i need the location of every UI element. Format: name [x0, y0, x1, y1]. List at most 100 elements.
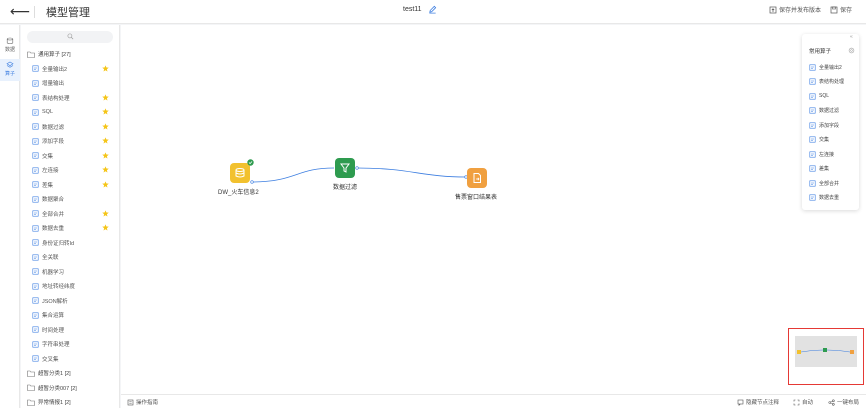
operator-item-label: 差集	[42, 182, 54, 189]
rail-item-operators[interactable]: 算子	[0, 59, 20, 81]
database-icon	[6, 37, 14, 45]
minimap-edge	[800, 349, 851, 353]
star-icon[interactable]	[102, 209, 109, 217]
operator-item[interactable]: 数据过滤	[21, 120, 119, 135]
panel-operator-item[interactable]: 差集	[809, 164, 829, 174]
publish-icon	[769, 6, 777, 13]
panel-operator-item[interactable]: 全量输出2	[809, 62, 842, 72]
save-and-publish-button[interactable]: 保存并发布版本	[769, 5, 821, 14]
operator-group[interactable]: 超暂分类1 [2]	[21, 366, 119, 381]
operator-item[interactable]: 时间处理	[21, 323, 119, 338]
operator-item-label: 集合运算	[42, 313, 65, 320]
operator-item[interactable]: 字符串处理	[21, 337, 119, 352]
operator-item[interactable]: 地址转经纬度	[21, 279, 119, 294]
minimap-node-filter	[823, 348, 827, 352]
document-name: test11	[403, 6, 422, 13]
node-source-table[interactable]	[230, 163, 250, 183]
operator-item[interactable]: 数据去重	[21, 221, 119, 236]
operator-item-label: 时间处理	[42, 327, 65, 334]
panel-operator-item[interactable]: 添加字段	[809, 120, 839, 130]
star-icon[interactable]	[102, 180, 109, 188]
star-icon[interactable]	[102, 64, 109, 72]
auto-layout-label: 一键布局	[837, 400, 860, 406]
save-and-publish-label: 保存并发布版本	[779, 8, 822, 14]
operator-item[interactable]: 交集	[21, 149, 119, 164]
panel-operator-item[interactable]: 数据过滤	[809, 106, 839, 116]
operator-icon	[809, 165, 816, 172]
star-icon[interactable]	[102, 122, 109, 130]
operator-item-label: 数据聚合	[42, 197, 65, 204]
check-icon	[247, 159, 254, 166]
star-icon[interactable]	[102, 137, 109, 144]
group-common-operators[interactable]: 通用算子 [27]	[21, 47, 119, 62]
star-icon[interactable]	[102, 151, 109, 159]
left-rail: 数据 算子	[0, 25, 20, 408]
panel-operator-item[interactable]: 表结构处理	[809, 77, 844, 87]
document-output-icon	[473, 173, 481, 183]
operator-item[interactable]: 增量输出	[21, 76, 119, 91]
star-icon[interactable]	[102, 166, 109, 173]
save-button[interactable]: 保存	[830, 5, 852, 14]
gear-icon[interactable]	[848, 47, 855, 54]
operator-icon	[809, 151, 816, 158]
panel-operator-item[interactable]: 交集	[809, 135, 829, 145]
auto-layout-button[interactable]: 一键布局	[828, 398, 859, 406]
node-output-table[interactable]	[467, 168, 487, 188]
hide-node-notes-button[interactable]: 隐藏节点注释	[737, 398, 779, 406]
workflow-canvas[interactable]: DW_火车信息2 数据过滤 售票窗口结果表	[121, 25, 866, 394]
star-icon[interactable]	[102, 108, 109, 115]
search-input[interactable]	[27, 31, 113, 43]
guide-button[interactable]: 操作指南	[127, 398, 158, 406]
operator-icon	[32, 283, 39, 290]
operator-item[interactable]: 全量输出2	[21, 62, 119, 77]
operator-item[interactable]: 机器学习	[21, 265, 119, 280]
star-icon[interactable]	[102, 224, 109, 231]
star-icon[interactable]	[102, 93, 109, 101]
operator-item[interactable]: 身份证归转Id	[21, 236, 119, 251]
operator-item[interactable]: 集合运算	[21, 308, 119, 323]
panel-collapse-icon[interactable]: «	[850, 34, 853, 40]
minimap[interactable]	[788, 328, 864, 385]
operator-item[interactable]: 表结构处理	[21, 91, 119, 106]
operator-item[interactable]: 全部合并	[21, 207, 119, 222]
operator-item[interactable]: SQL	[21, 105, 119, 120]
panel-operator-label: 全量输出2	[819, 64, 842, 71]
edges-layer	[250, 166, 468, 184]
operator-item[interactable]: 交叉集	[21, 352, 119, 367]
panel-operator-item[interactable]: 左连接	[809, 149, 834, 159]
operator-item[interactable]: 全关联	[21, 250, 119, 265]
operator-group[interactable]: 超暂分类007 [2]	[21, 381, 119, 396]
folder-icon	[27, 384, 35, 392]
minimap-viewport[interactable]	[795, 336, 857, 367]
minimap-node-source	[797, 350, 801, 354]
divider	[34, 6, 35, 18]
minimap-preview	[797, 348, 854, 354]
operator-item[interactable]: JSON解析	[21, 294, 119, 309]
operator-item-label: 全关联	[42, 255, 59, 262]
operator-icon	[809, 122, 816, 129]
operator-item[interactable]: 数据聚合	[21, 192, 119, 207]
operator-icon	[32, 181, 39, 188]
panel-operator-item[interactable]: 数据去重	[809, 193, 839, 203]
rail-item-data[interactable]: 数据	[0, 35, 20, 57]
operator-item[interactable]: 添加字段	[21, 134, 119, 149]
operator-icon	[32, 196, 39, 203]
operator-item[interactable]: 差集	[21, 178, 119, 193]
folder-icon	[27, 370, 35, 377]
node-filter[interactable]	[335, 158, 355, 178]
operator-item-label: 机器学习	[42, 269, 65, 276]
pencil-icon[interactable]	[428, 5, 437, 14]
operator-group[interactable]: 异常情报1 [2]	[21, 395, 119, 408]
back-arrow-icon[interactable]: ⟵	[10, 3, 31, 19]
operator-item[interactable]: 左连接	[21, 163, 119, 178]
panel-operator-item[interactable]: SQL	[809, 91, 829, 101]
operator-item-label: 添加字段	[42, 139, 65, 146]
operator-icon	[32, 123, 39, 130]
panel-operator-item[interactable]: 全部合并	[809, 178, 839, 188]
panel-operator-label: 差集	[819, 166, 830, 172]
operator-icon	[32, 80, 39, 87]
operator-icon	[32, 65, 39, 72]
auto-button[interactable]: 自动	[793, 398, 813, 406]
